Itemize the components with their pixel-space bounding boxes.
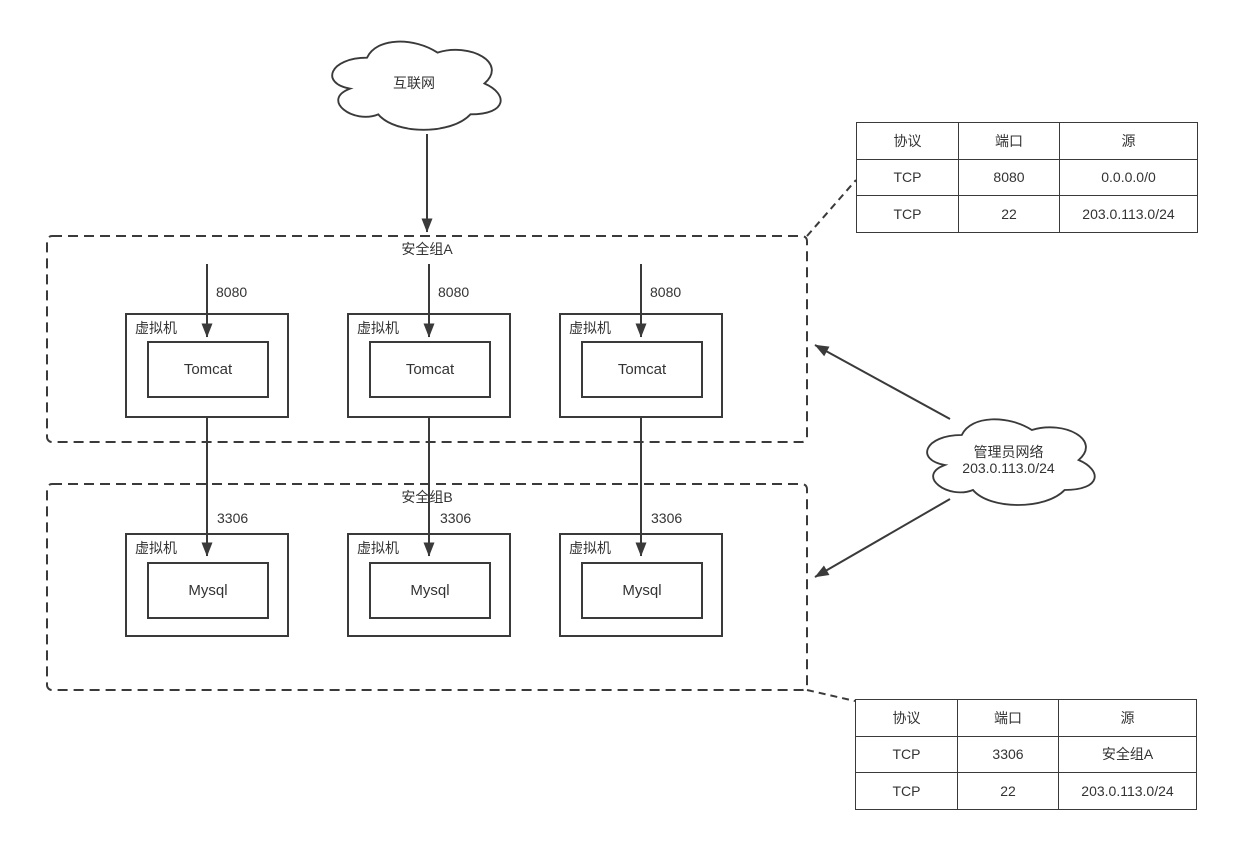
tomcat-box-3: Tomcat bbox=[581, 341, 703, 398]
security-group-a-label: 安全组A bbox=[401, 241, 453, 257]
table-cell: 203.0.113.0/24 bbox=[1058, 772, 1197, 810]
table-cell: TCP bbox=[855, 772, 958, 810]
header-port: 端口 bbox=[957, 699, 1059, 737]
vm-box-tomcat-3: 虚拟机 Tomcat bbox=[559, 313, 723, 418]
admin-access-arrow-group-b bbox=[814, 498, 951, 578]
tomcat-box-1: Tomcat bbox=[147, 341, 269, 398]
group-a-table-connector bbox=[806, 179, 857, 237]
header-source: 源 bbox=[1059, 122, 1198, 160]
header-protocol: 协议 bbox=[856, 122, 959, 160]
vm-box-mysql-2: 虚拟机 Mysql bbox=[347, 533, 511, 637]
tomcat-box-2: Tomcat bbox=[369, 341, 491, 398]
security-group-b-boundary bbox=[46, 483, 808, 691]
table-row: TCP 22 203.0.113.0/24 bbox=[855, 772, 1197, 810]
admin-cloud-cidr: 203.0.113.0/24 bbox=[962, 460, 1055, 476]
port-label-3306-2: 3306 bbox=[440, 510, 472, 526]
table-header-row: 协议 端口 源 bbox=[855, 699, 1197, 737]
internet-cloud-shape bbox=[331, 40, 502, 131]
vm-label: 虚拟机 bbox=[135, 320, 177, 336]
table-row: TCP 3306 安全组A bbox=[855, 735, 1197, 773]
vm-label: 虚拟机 bbox=[569, 540, 611, 556]
security-group-a-rules-table: 协议 端口 源 TCP 8080 0.0.0.0/0 TCP 22 203.0.… bbox=[856, 122, 1198, 233]
port-label-3306-3: 3306 bbox=[651, 510, 683, 526]
admin-access-arrow-group-a bbox=[814, 344, 951, 420]
mysql-box-1: Mysql bbox=[147, 562, 269, 619]
port-label-8080-1: 8080 bbox=[216, 284, 248, 300]
vm-box-tomcat-2: 虚拟机 Tomcat bbox=[347, 313, 511, 418]
table-cell: 安全组A bbox=[1058, 735, 1197, 773]
table-header-row: 协议 端口 源 bbox=[856, 122, 1198, 160]
security-group-b-label: 安全组B bbox=[401, 489, 453, 505]
vm-box-mysql-3: 虚拟机 Mysql bbox=[559, 533, 723, 637]
port-label-8080-2: 8080 bbox=[438, 284, 470, 300]
header-protocol: 协议 bbox=[855, 699, 958, 737]
vm-box-tomcat-1: 虚拟机 Tomcat bbox=[125, 313, 289, 418]
security-group-b-rules-table: 协议 端口 源 TCP 3306 安全组A TCP 22 203.0.113.0… bbox=[855, 699, 1197, 810]
security-group-a-boundary bbox=[46, 235, 808, 443]
table-cell: 8080 bbox=[958, 158, 1060, 196]
table-cell: TCP bbox=[856, 195, 959, 233]
port-label-8080-3: 8080 bbox=[650, 284, 682, 300]
table-cell: 203.0.113.0/24 bbox=[1059, 195, 1198, 233]
vm-label: 虚拟机 bbox=[357, 540, 399, 556]
table-cell: 22 bbox=[957, 772, 1059, 810]
mysql-box-2: Mysql bbox=[369, 562, 491, 619]
table-cell: 22 bbox=[958, 195, 1060, 233]
admin-cloud-label: 管理员网络 203.0.113.0/24 bbox=[915, 410, 1102, 510]
vm-label: 虚拟机 bbox=[357, 320, 399, 336]
header-source: 源 bbox=[1058, 699, 1197, 737]
table-row: TCP 8080 0.0.0.0/0 bbox=[856, 158, 1198, 196]
vm-label: 虚拟机 bbox=[569, 320, 611, 336]
admin-cloud-name: 管理员网络 bbox=[973, 443, 1044, 460]
group-b-table-connector bbox=[806, 689, 856, 702]
table-cell: TCP bbox=[855, 735, 958, 773]
header-port: 端口 bbox=[958, 122, 1060, 160]
table-cell: TCP bbox=[856, 158, 959, 196]
table-cell: 3306 bbox=[957, 735, 1059, 773]
vm-label: 虚拟机 bbox=[135, 540, 177, 556]
mysql-box-3: Mysql bbox=[581, 562, 703, 619]
table-row: TCP 22 203.0.113.0/24 bbox=[856, 195, 1198, 233]
vm-box-mysql-1: 虚拟机 Mysql bbox=[125, 533, 289, 637]
port-label-3306-1: 3306 bbox=[217, 510, 249, 526]
internet-cloud-label: 互联网 bbox=[393, 75, 435, 92]
table-cell: 0.0.0.0/0 bbox=[1059, 158, 1198, 196]
admin-cloud-shape bbox=[926, 418, 1096, 506]
